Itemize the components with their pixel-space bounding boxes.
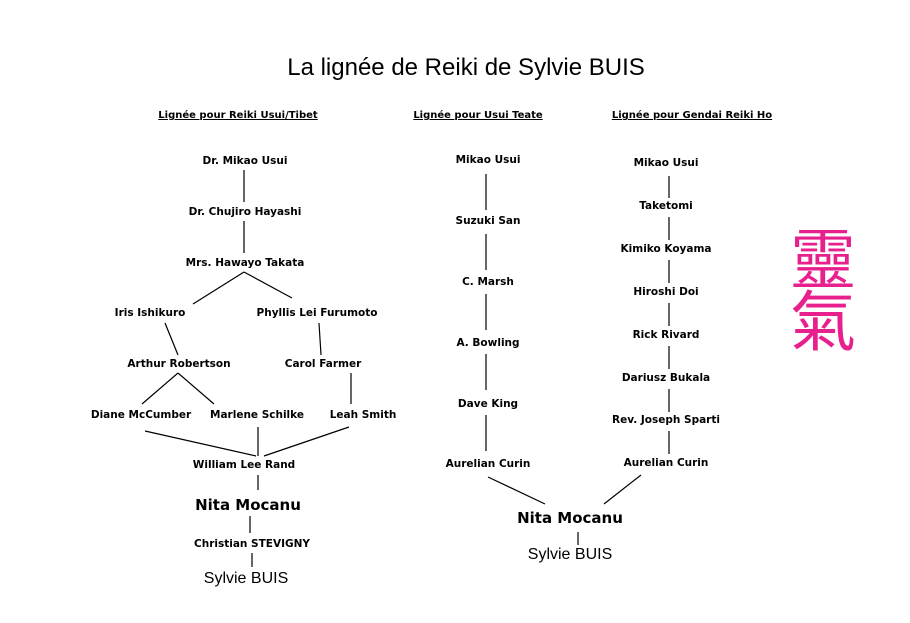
- lineage-node: Taketomi: [639, 200, 693, 212]
- lineage-node-final: Sylvie BUIS: [527, 546, 613, 563]
- column-heading-usui-tibet: Lignée pour Reiki Usui/Tibet: [158, 110, 318, 121]
- lineage-node: Marlene Schilke: [210, 409, 304, 421]
- lineage-node: A. Bowling: [456, 337, 520, 349]
- lineage-node: Christian STEVIGNY: [194, 538, 310, 550]
- reiki-kanji-rei: 靈: [790, 222, 856, 299]
- lineage-node: Arthur Robertson: [127, 358, 231, 370]
- connector: [141, 372, 179, 405]
- connector: [144, 430, 257, 457]
- connector: [192, 271, 245, 305]
- lineage-node-emphasis: Nita Mocanu: [517, 509, 623, 527]
- lineage-node: Rick Rivard: [632, 329, 700, 341]
- lineage-node: Hiroshi Doi: [633, 286, 699, 298]
- lineage-node: Suzuki San: [455, 215, 521, 227]
- connector: [243, 271, 293, 299]
- lineage-node: Mrs. Hawayo Takata: [185, 257, 305, 269]
- connector: [177, 372, 215, 405]
- lineage-node: C. Marsh: [462, 276, 514, 288]
- connector: [164, 322, 179, 356]
- page-title: La lignée de Reiki de Sylvie BUIS: [287, 54, 645, 81]
- reiki-kanji-ki: 氣: [790, 284, 856, 361]
- lineage-node: Dr. Chujiro Hayashi: [188, 206, 302, 218]
- lineage-node-emphasis: Nita Mocanu: [195, 496, 301, 514]
- lineage-node: Leah Smith: [329, 409, 397, 421]
- lineage-node: Dave King: [457, 398, 519, 410]
- connector: [603, 474, 642, 505]
- connector: [263, 426, 350, 457]
- lineage-node: William Lee Rand: [192, 459, 296, 471]
- lineage-node: Carol Farmer: [284, 358, 362, 370]
- lineage-node: Mikao Usui: [455, 154, 521, 166]
- column-heading-usui-teate: Lignée pour Usui Teate: [413, 110, 543, 121]
- connector: [318, 322, 322, 356]
- lineage-node: Phyllis Lei Furumoto: [256, 307, 378, 319]
- connector: [487, 476, 546, 505]
- lineage-node: Iris Ishikuro: [114, 307, 186, 319]
- column-heading-gendai-reiki-ho: Lignée pour Gendai Reiki Ho: [611, 110, 773, 121]
- lineage-node-final: Sylvie BUIS: [203, 570, 289, 587]
- lineage-node: Dr. Mikao Usui: [202, 155, 288, 167]
- lineage-node: Aurelian Curin: [623, 457, 709, 469]
- lineage-node: Dariusz Bukala: [621, 372, 711, 384]
- lineage-node: Rev. Joseph Sparti: [612, 414, 720, 426]
- lineage-node: Diane McCumber: [90, 409, 192, 421]
- lineage-node: Aurelian Curin: [445, 458, 531, 470]
- lineage-node: Mikao Usui: [633, 157, 699, 169]
- lineage-node: Kimiko Koyama: [620, 243, 712, 255]
